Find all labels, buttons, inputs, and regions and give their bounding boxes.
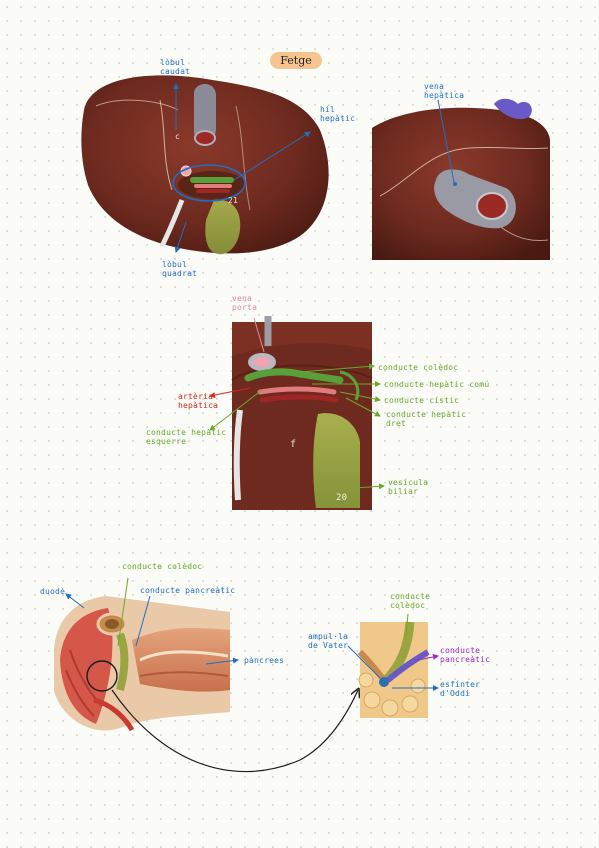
label-conducte-hepatic-dret: conducte hepàtic dret [386,410,467,428]
model-marker-21: 21 [228,196,239,205]
label-conducte-pancreatic-zoom: conducte pancreàtic [440,646,491,664]
label-hil-hepatic: hil hepàtic [320,105,356,123]
label-conducte-coledoc-2: conducte colèdoc [122,562,203,571]
liver-hilum-detail [231,316,373,510]
ampulla-zoom [357,621,430,718]
label-duode: duodè [40,587,66,596]
label-conducte-hepatic-esquerre: conducte hepàtic esquerre [146,428,227,446]
label-lobul-quadrat: lòbul quadrat [162,260,198,278]
label-arteria-hepatica: artèria hepàtica [178,392,219,410]
liver-inferior-view [81,75,329,255]
label-vena-porta: vena porta [232,294,258,312]
model-marker-c: c [175,132,181,141]
model-marker-20: 20 [336,493,348,503]
label-esfinter-oddi: esfínter d'Oddi [440,680,481,698]
label-pancrees: pàncrees [244,656,285,665]
page-title: Fetge [270,52,322,69]
label-conducte-cistic: conducte cístic [384,396,460,405]
label-lobul-caudat: lòbul caudat [160,58,191,76]
duodenum-pancreas-model [54,596,230,732]
label-ampulla-vater: ampul·la de Vater [308,632,349,650]
label-conducte-pancreatic: conducte pancreàtic [140,586,236,595]
label-conducte-coledoc: conducte colèdoc [378,363,459,372]
label-conducte-hepatic-comu: conducte hepàtic comú [384,380,490,389]
label-conducte-coledoc-zoom: conducte colèdoc [390,592,431,610]
label-vena-hepatica: vena hepàtica [424,82,465,100]
model-marker-f: f [290,439,297,450]
label-vesicula-biliar: vesícula biliar [388,478,429,496]
